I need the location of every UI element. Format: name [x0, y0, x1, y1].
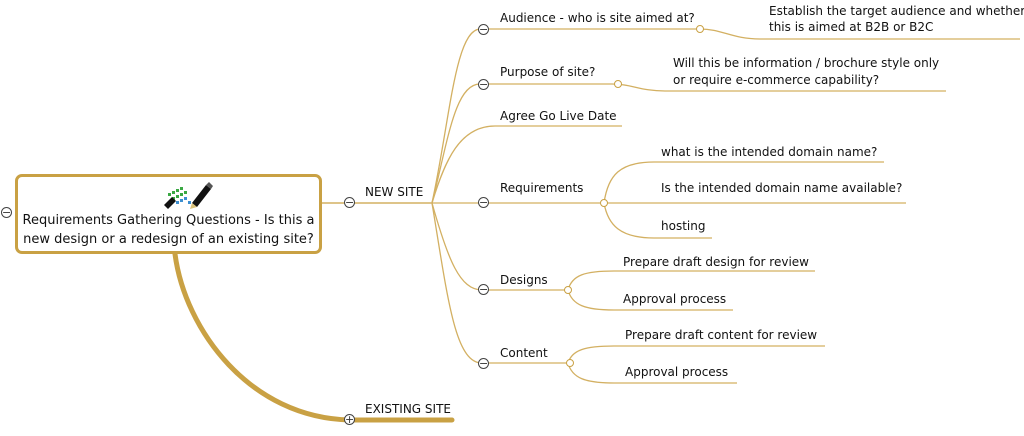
- topic-content[interactable]: Content: [500, 346, 548, 360]
- requirement-item-2[interactable]: Is the intended domain name available?: [661, 181, 903, 195]
- root-topic[interactable]: Requirements Gathering Questions - Is th…: [15, 174, 322, 254]
- note-purpose-line-2: or require e-commerce capability?: [673, 73, 880, 87]
- connector-content-2: [567, 362, 737, 384]
- connector-designs-2: [567, 289, 733, 311]
- connector-audience: [431, 28, 700, 204]
- connector-purpose: [431, 83, 612, 204]
- connector-req-1: [603, 161, 884, 204]
- designs-item-2[interactable]: Approval process: [623, 292, 727, 306]
- checklist-pen-icon: [164, 182, 213, 209]
- note-audience-line-1: Establish the target audience and whethe…: [769, 4, 1024, 18]
- branch-existing-site[interactable]: EXISTING SITE: [365, 402, 451, 416]
- node-designs: [564, 286, 572, 294]
- root-title: Requirements Gathering Questions - Is th…: [18, 211, 319, 249]
- content-item-2[interactable]: Approval process: [625, 365, 729, 379]
- connector-req-3: [603, 202, 712, 239]
- note-purpose-line-1: Will this be information / brochure styl…: [673, 56, 940, 70]
- audience-collapse-button[interactable]: −: [478, 23, 489, 36]
- connector-content-1: [567, 345, 825, 364]
- topic-designs[interactable]: Designs: [500, 273, 548, 287]
- node-audience-note: [696, 25, 704, 33]
- existing-site-expand-button[interactable]: +: [344, 413, 355, 426]
- note-audience-line-2: this is aimed at B2B or B2C: [769, 20, 934, 34]
- new-site-collapse-button[interactable]: −: [344, 196, 355, 209]
- topic-golive[interactable]: Agree Go Live Date: [500, 109, 617, 123]
- topic-audience[interactable]: Audience - who is site aimed at?: [500, 11, 695, 25]
- connector-designs-1: [567, 270, 815, 291]
- node-purpose-note: [614, 80, 622, 88]
- node-requirements: [600, 199, 608, 207]
- content-item-1[interactable]: Prepare draft content for review: [625, 328, 818, 342]
- connector-audience-note: [699, 28, 1020, 40]
- root-title-line-1: Requirements Gathering Questions - Is th…: [22, 213, 315, 228]
- requirements-collapse-button[interactable]: −: [478, 196, 489, 209]
- purpose-collapse-button[interactable]: −: [478, 78, 489, 91]
- node-content: [566, 359, 574, 367]
- topic-requirements[interactable]: Requirements: [500, 181, 584, 195]
- connector-golive: [431, 125, 622, 204]
- connector-content: [431, 202, 568, 364]
- requirement-item-1[interactable]: what is the intended domain name?: [661, 145, 878, 159]
- connector-existing-site: [172, 251, 455, 423]
- branch-new-site[interactable]: NEW SITE: [365, 185, 424, 199]
- requirement-item-3[interactable]: hosting: [661, 219, 706, 233]
- designs-item-1[interactable]: Prepare draft design for review: [623, 255, 809, 269]
- designs-collapse-button[interactable]: −: [478, 283, 489, 296]
- content-collapse-button[interactable]: −: [478, 357, 489, 370]
- root-title-line-2: new design or a redesign of an existing …: [23, 232, 314, 247]
- topic-purpose[interactable]: Purpose of site?: [500, 65, 596, 79]
- root-collapse-button[interactable]: −: [1, 206, 12, 219]
